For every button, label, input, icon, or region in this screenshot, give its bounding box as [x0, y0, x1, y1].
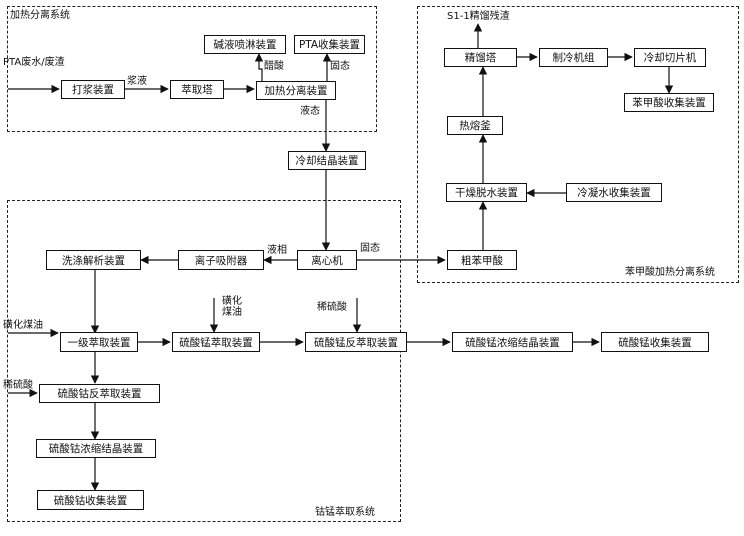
arrow-heatsep-to-alkali	[254, 53, 264, 81]
label-kerosene-left: 磺化煤油	[3, 320, 43, 331]
label-solid-right: 固态	[360, 243, 380, 254]
cooling-slicer: 冷却切片机	[634, 48, 706, 67]
ion-adsorber: 离子吸附器	[178, 250, 264, 270]
extraction-system-border	[7, 200, 401, 522]
label-pta-waste: PTA废水/废渣	[3, 57, 65, 68]
pta-collection-device: PTA收集装置	[294, 35, 365, 54]
co-sulfate-collection-device: 硫酸钴收集装置	[37, 490, 144, 510]
mn-sulfate-collection-device: 硫酸锰收集装置	[601, 332, 709, 352]
pulping-device: 打浆装置	[61, 80, 125, 99]
label-liquid-state: 液态	[300, 106, 320, 117]
drying-dewatering-device: 干燥脱水装置	[446, 183, 527, 202]
co-sulfate-back-extraction-device: 硫酸钴反萃取装置	[39, 384, 160, 403]
label-rectification-residue: S1-1精馏残渣	[447, 11, 510, 22]
benzoic-collection-device: 苯甲酸收集装置	[624, 93, 714, 112]
alkali-spray-device: 碱液喷淋装置	[204, 35, 286, 54]
label-slurry: 浆液	[127, 76, 147, 87]
first-stage-extraction-device: 一级萃取装置	[60, 332, 138, 352]
wash-desorption-device: 洗涤解析装置	[46, 250, 141, 270]
refrigeration-unit: 制冷机组	[539, 48, 608, 67]
benzoic-system-title: 苯甲酸加热分离系统	[625, 267, 715, 278]
mn-sulfate-back-extraction-device: 硫酸锰反萃取装置	[305, 332, 407, 352]
benzoic-system-border	[417, 6, 739, 283]
extraction-system-title: 钴锰萃取系统	[315, 507, 375, 518]
label-kerosene-mid: 磺化 煤油	[222, 296, 242, 318]
cooling-crystallization-device: 冷却结晶装置	[288, 151, 366, 170]
mn-sulfate-extraction-device: 硫酸锰萃取装置	[172, 332, 260, 352]
label-liquid-phase: 液相	[267, 245, 287, 256]
extraction-tower: 萃取塔	[170, 80, 224, 99]
heat-separation-device: 加热分离装置	[256, 81, 336, 100]
heating-system-title: 加热分离系统	[10, 10, 70, 21]
label-dilute-acid-left: 稀硫酸	[3, 380, 33, 391]
hot-melt-kettle: 热熔釜	[447, 116, 503, 135]
mn-sulfate-concentration-device: 硫酸锰浓缩结晶装置	[452, 332, 573, 352]
label-acetic-acid: 醋酸	[264, 61, 284, 72]
label-dilute-acid-mid: 稀硫酸	[317, 302, 347, 313]
centrifuge: 离心机	[297, 250, 357, 270]
condensate-collection-device: 冷凝水收集装置	[566, 183, 662, 202]
rectification-tower: 精馏塔	[444, 48, 517, 67]
heating-system-border	[7, 6, 377, 132]
co-sulfate-concentration-device: 硫酸钴浓缩结晶装置	[36, 439, 156, 458]
label-solid-top: 固态	[330, 61, 350, 72]
crude-benzoic-acid: 粗苯甲酸	[447, 250, 517, 270]
